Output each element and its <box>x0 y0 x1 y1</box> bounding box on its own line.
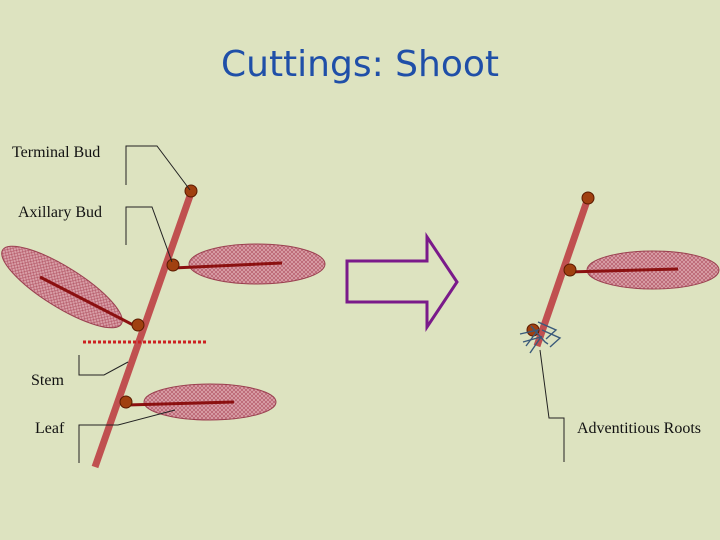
process-arrow <box>345 232 459 332</box>
axillary-bud-left-middle <box>131 318 145 332</box>
label-terminal-bud: Terminal Bud <box>12 144 101 161</box>
midrib-left-lower <box>124 400 235 407</box>
label-adventitious-roots: Adventitious Roots <box>577 420 702 437</box>
axillary-bud-left-lower <box>119 395 133 409</box>
label-leaf: Leaf <box>35 420 65 437</box>
slide-title: Cuttings: Shoot <box>220 44 499 85</box>
midrib-left-upper-left <box>39 275 138 329</box>
leaf-left-upper-left <box>1 245 123 329</box>
stem-right <box>533 196 592 348</box>
callout-stem <box>78 355 129 376</box>
midrib-left-upper-right <box>172 261 283 270</box>
terminal-bud-left <box>184 184 198 198</box>
callout-adventitious-roots <box>539 349 565 462</box>
adventitious-roots <box>519 321 562 354</box>
label-axillary-bud: Axillary Bud <box>18 204 102 221</box>
label-stem: Stem <box>31 372 64 389</box>
terminal-bud-right <box>581 191 595 205</box>
axillary-bud-left-upper <box>166 258 180 272</box>
callout-axillary-bud <box>125 206 173 263</box>
stem-left <box>91 191 195 469</box>
callout-leaf <box>78 409 176 463</box>
callout-terminal-bud <box>125 145 191 191</box>
axillary-bud-right <box>563 263 577 277</box>
midrib-right <box>567 267 679 274</box>
